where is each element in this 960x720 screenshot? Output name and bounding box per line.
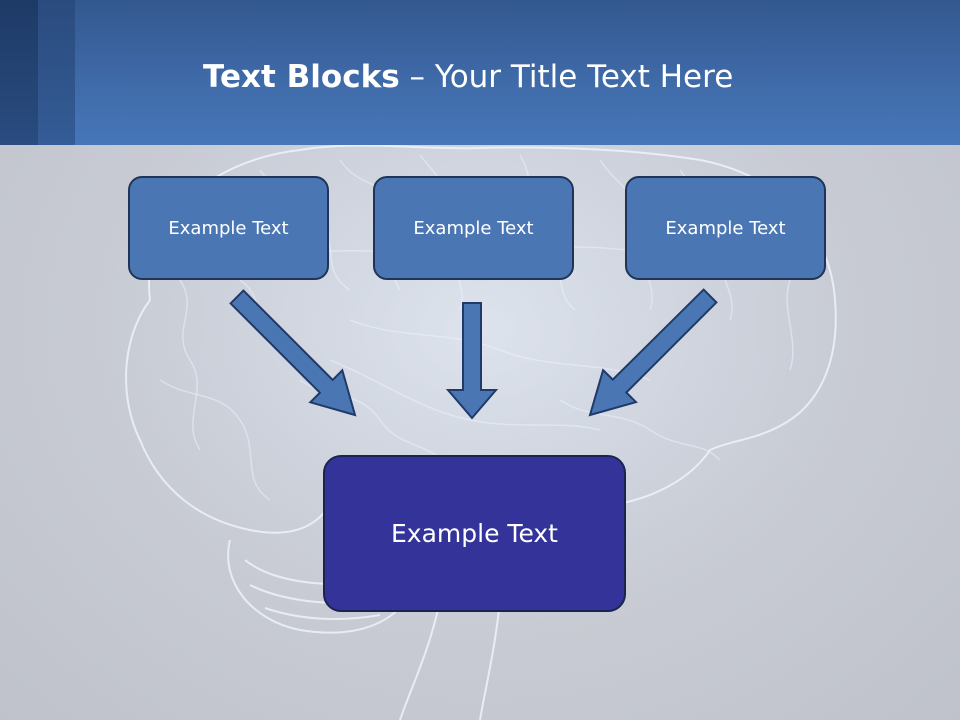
top-text-box-3: Example Text bbox=[625, 176, 826, 280]
main-text-box: Example Text bbox=[323, 455, 626, 612]
slide-title: Text Blocks – Your Title Text Here bbox=[203, 52, 733, 102]
banner-accent-stripe bbox=[38, 0, 75, 145]
top-text-box-1: Example Text bbox=[128, 176, 329, 280]
arrow-down-icon bbox=[445, 302, 499, 420]
arrow-down-left-icon bbox=[588, 288, 718, 417]
slide-title-rest: Your Title Text Here bbox=[434, 59, 734, 95]
top-text-box-2: Example Text bbox=[373, 176, 574, 280]
title-banner bbox=[0, 0, 960, 145]
slide-title-separator: – bbox=[399, 59, 435, 95]
banner-accent-stripe bbox=[0, 0, 38, 145]
slide-title-bold: Text Blocks bbox=[203, 59, 400, 95]
arrow-down-right-icon bbox=[229, 289, 357, 417]
